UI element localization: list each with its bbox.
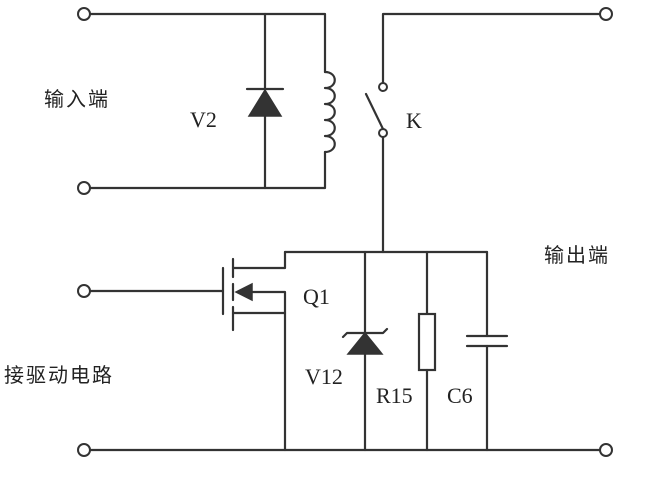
mosfet-q1-label: Q1 (303, 284, 330, 309)
drive-circuit-label: 接驱动电路 (4, 363, 114, 387)
source-lead (231, 311, 287, 452)
switch-contact-upper (378, 82, 388, 92)
diode-v2-label: V2 (190, 107, 217, 132)
output-terminal-bottom (599, 443, 613, 457)
switch-contact-lower (378, 128, 388, 138)
input-terminal-bottom (77, 181, 91, 195)
drive-terminal (77, 284, 91, 298)
output-terminal-label: 输出端 (544, 243, 610, 267)
resistor-body (417, 312, 437, 372)
diode-v2-triangle (247, 88, 283, 117)
relay-coil (323, 70, 336, 154)
capacitor-c6-label: C6 (447, 383, 473, 408)
input-terminal-top (77, 7, 91, 21)
body-arrow (234, 282, 253, 302)
input-terminal-label: 输入端 (44, 87, 110, 111)
input-section (77, 7, 336, 195)
capacitor-c6 (465, 250, 509, 452)
diode-v2 (245, 12, 285, 190)
zener-bar (341, 327, 389, 339)
zener-triangle (346, 331, 384, 355)
switch-k-label: K (406, 108, 422, 133)
switch-blade (364, 92, 385, 131)
zener-v12 (341, 250, 389, 452)
body-lead (239, 290, 287, 315)
drive-ground-terminal (77, 443, 91, 457)
drain-lead (231, 250, 287, 270)
input-bottom-wire (86, 150, 327, 190)
relay-switch-k (364, 7, 613, 254)
resistor-r15-label: R15 (376, 383, 413, 408)
mosfet-q1 (77, 250, 287, 452)
zener-v12-label: V12 (305, 364, 343, 389)
output-top-wire (381, 12, 604, 84)
output-terminal-top (599, 7, 613, 21)
input-top-wire (86, 12, 327, 74)
resistor-r15 (417, 250, 437, 452)
